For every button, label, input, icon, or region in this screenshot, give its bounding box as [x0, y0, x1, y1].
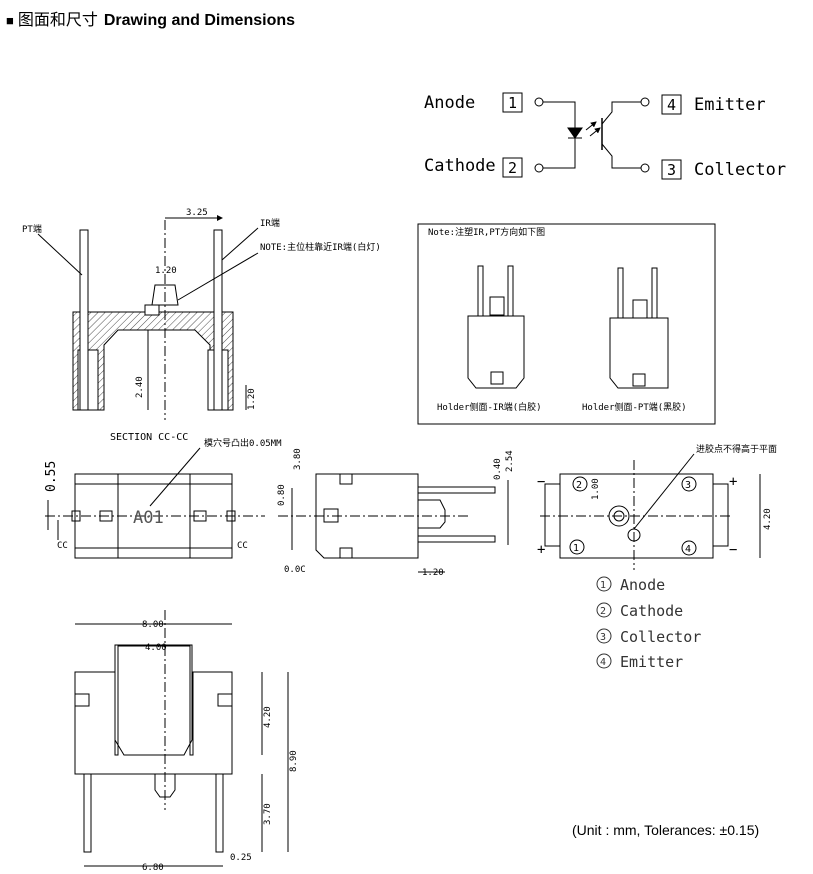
pin1-number: 1 — [508, 94, 517, 112]
pin3-terminal — [640, 163, 650, 173]
front-view: A01 模穴号凸出0.05MM 0.55 CC CC — [44, 437, 282, 559]
pin1-label: Anode — [424, 93, 475, 113]
dim-6-80: 6.80 — [142, 863, 164, 873]
dim-0-25: 0.25 — [230, 853, 252, 863]
side-body — [315, 473, 419, 559]
svg-text:2: 2 — [600, 606, 606, 617]
pin3-number: 3 — [667, 161, 676, 179]
dim-2-54: 2.54 — [505, 450, 515, 472]
unit-note: (Unit : mm, Tolerances: ±0.15) — [572, 822, 760, 838]
section-marker-left: CC — [57, 541, 68, 551]
dim-1-00: 1.00 — [591, 478, 601, 500]
legend-cathode: Cathode — [620, 602, 683, 620]
dim-8-90: 8.90 — [289, 750, 299, 772]
dim-1-20-lead: 1.20 — [422, 568, 444, 578]
pin-marker-1 — [569, 539, 585, 555]
title-english: Drawing and Dimensions — [103, 12, 296, 29]
dim-2-40: 2.40 — [135, 376, 145, 398]
section-title: SECTION CC-CC — [110, 432, 188, 443]
note-left-caption: Holder侧面-IR端(白胶) — [437, 401, 542, 413]
pin-marker-2 — [572, 476, 588, 492]
plus-bottom: + — [537, 542, 545, 558]
section-marker-right: CC — [237, 541, 248, 551]
svg-text:4: 4 — [600, 657, 606, 668]
top-view: 8.00 4.00 4.20 8.90 3.70 0.25 6.80 — [74, 610, 299, 873]
title-chinese: 图面和尺寸 — [17, 10, 98, 29]
svg-text:3: 3 — [685, 480, 691, 491]
pin3-box — [661, 159, 682, 180]
dim-1-20-post: 1.20 — [155, 266, 177, 276]
svg-text:1: 1 — [573, 543, 579, 554]
pin4-box — [661, 94, 682, 115]
legend-emitter: Emitter — [620, 653, 683, 671]
pin1-terminal — [534, 97, 544, 107]
pin2-terminal — [534, 163, 544, 173]
side-view: 3.80 0.80 0.0C 0.40 2.54 1.20 — [277, 448, 515, 578]
note-box-title: Note:注塑IR,PT方向如下图 — [428, 226, 545, 238]
ir-label: IR端 — [260, 217, 280, 229]
pin2-box — [502, 157, 523, 178]
dim-0-80: 0.80 — [277, 484, 287, 506]
svg-text:1: 1 — [600, 580, 606, 591]
dim-0-55: 0.55 — [44, 461, 59, 492]
mold-mark: A01 — [133, 508, 164, 528]
pin-marker-4 — [681, 540, 697, 556]
led-symbol — [567, 127, 583, 139]
dim-4-20-bottom: 4.20 — [763, 508, 773, 530]
svg-text:2: 2 — [576, 480, 582, 491]
note-right-caption: Holder侧面-PT端(黑胶) — [582, 401, 687, 413]
pin1-box — [502, 92, 523, 113]
pin4-terminal — [640, 97, 650, 107]
dim-3-25: 3.25 — [186, 208, 208, 218]
dim-3-70: 3.70 — [263, 803, 273, 825]
pin-marker-3 — [681, 476, 697, 492]
pin-legend: 1 Anode 2 Cathode 3 Collector 4 Emitter — [596, 576, 701, 671]
section-view: PT端 IR端 NOTE:主位柱靠近IR端(白灯) 3.25 1.20 2.40… — [22, 208, 381, 443]
dim-1-20-base: 1.20 — [247, 388, 257, 410]
plus-top: + — [729, 474, 737, 490]
pin2-number: 2 — [508, 159, 517, 177]
minus-bottom: − — [729, 542, 737, 558]
pin3-label: Collector — [694, 160, 786, 180]
dim-8-00: 8.00 — [142, 620, 164, 630]
legend-anode: Anode — [620, 576, 665, 594]
note-box: Note:注塑IR,PT方向如下图 Holder侧面-IR端(白胶) Holde… — [417, 223, 716, 425]
note-box-frame — [417, 223, 716, 425]
dim-0-40: 0.40 — [493, 458, 503, 480]
svg-text:3: 3 — [600, 632, 606, 643]
dim-4-20-top: 4.20 — [263, 706, 273, 728]
mold-note: 模穴号凸出0.05MM — [204, 437, 282, 449]
top-body — [74, 644, 233, 775]
pin4-label: Emitter — [694, 95, 766, 115]
page-title: ■图面和尺寸 Drawing and Dimensions — [6, 6, 295, 30]
dim-0-0c: 0.0C — [284, 565, 306, 575]
pin4-number: 4 — [667, 96, 676, 114]
legend-collector: Collector — [620, 628, 701, 646]
pt-label: PT端 — [22, 223, 42, 235]
note-pillar: NOTE:主位柱靠近IR端(白灯) — [260, 241, 381, 253]
dim-3-80: 3.80 — [293, 448, 303, 470]
title-bullet: ■ — [6, 13, 14, 28]
pin2-label: Cathode — [424, 156, 496, 176]
bottom-view: 1 2 3 4 进胶点不得高于平面 1.00 4.20 + − + − — [537, 443, 777, 570]
svg-text:4: 4 — [685, 544, 691, 555]
dim-4-00: 4.00 — [145, 643, 167, 653]
gate-note: 进胶点不得高于平面 — [696, 443, 777, 455]
schematic: Anode 1 Cathode 2 4 Emitter 3 Collector — [424, 92, 786, 180]
minus-top: − — [537, 474, 545, 490]
